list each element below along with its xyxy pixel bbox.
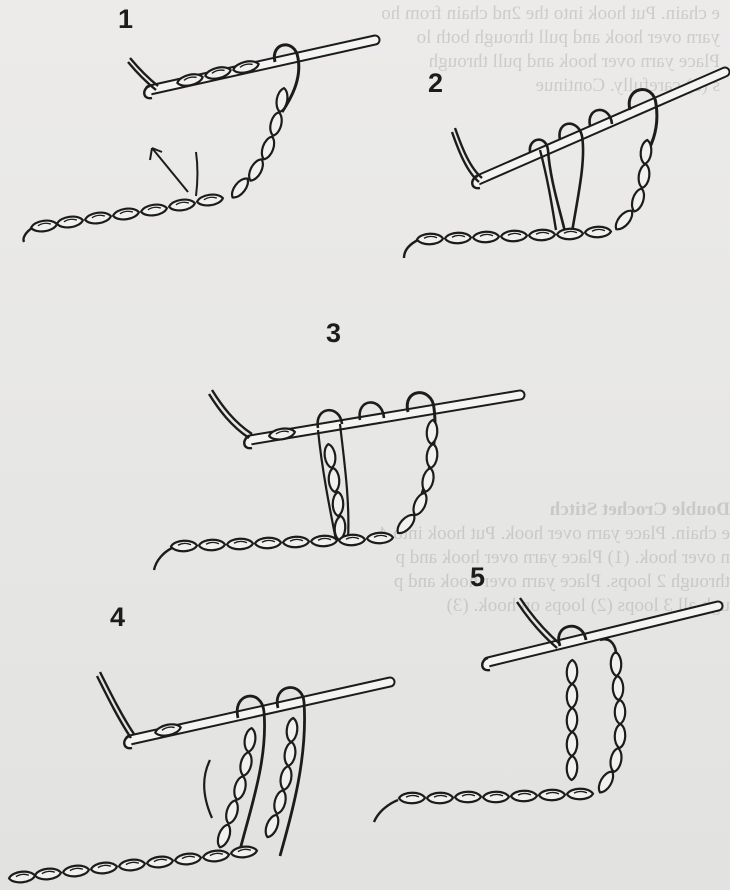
step-number-1: 1	[118, 4, 133, 35]
figure-4	[9, 672, 390, 884]
step-number-2: 2	[428, 68, 443, 99]
step-number-4: 4	[110, 602, 125, 633]
step-number-5: 5	[470, 562, 485, 593]
figure-5	[374, 598, 718, 822]
step-number-3: 3	[326, 318, 341, 349]
figure-3	[154, 390, 520, 570]
figure-2	[404, 72, 725, 258]
figure-1	[23, 40, 375, 242]
